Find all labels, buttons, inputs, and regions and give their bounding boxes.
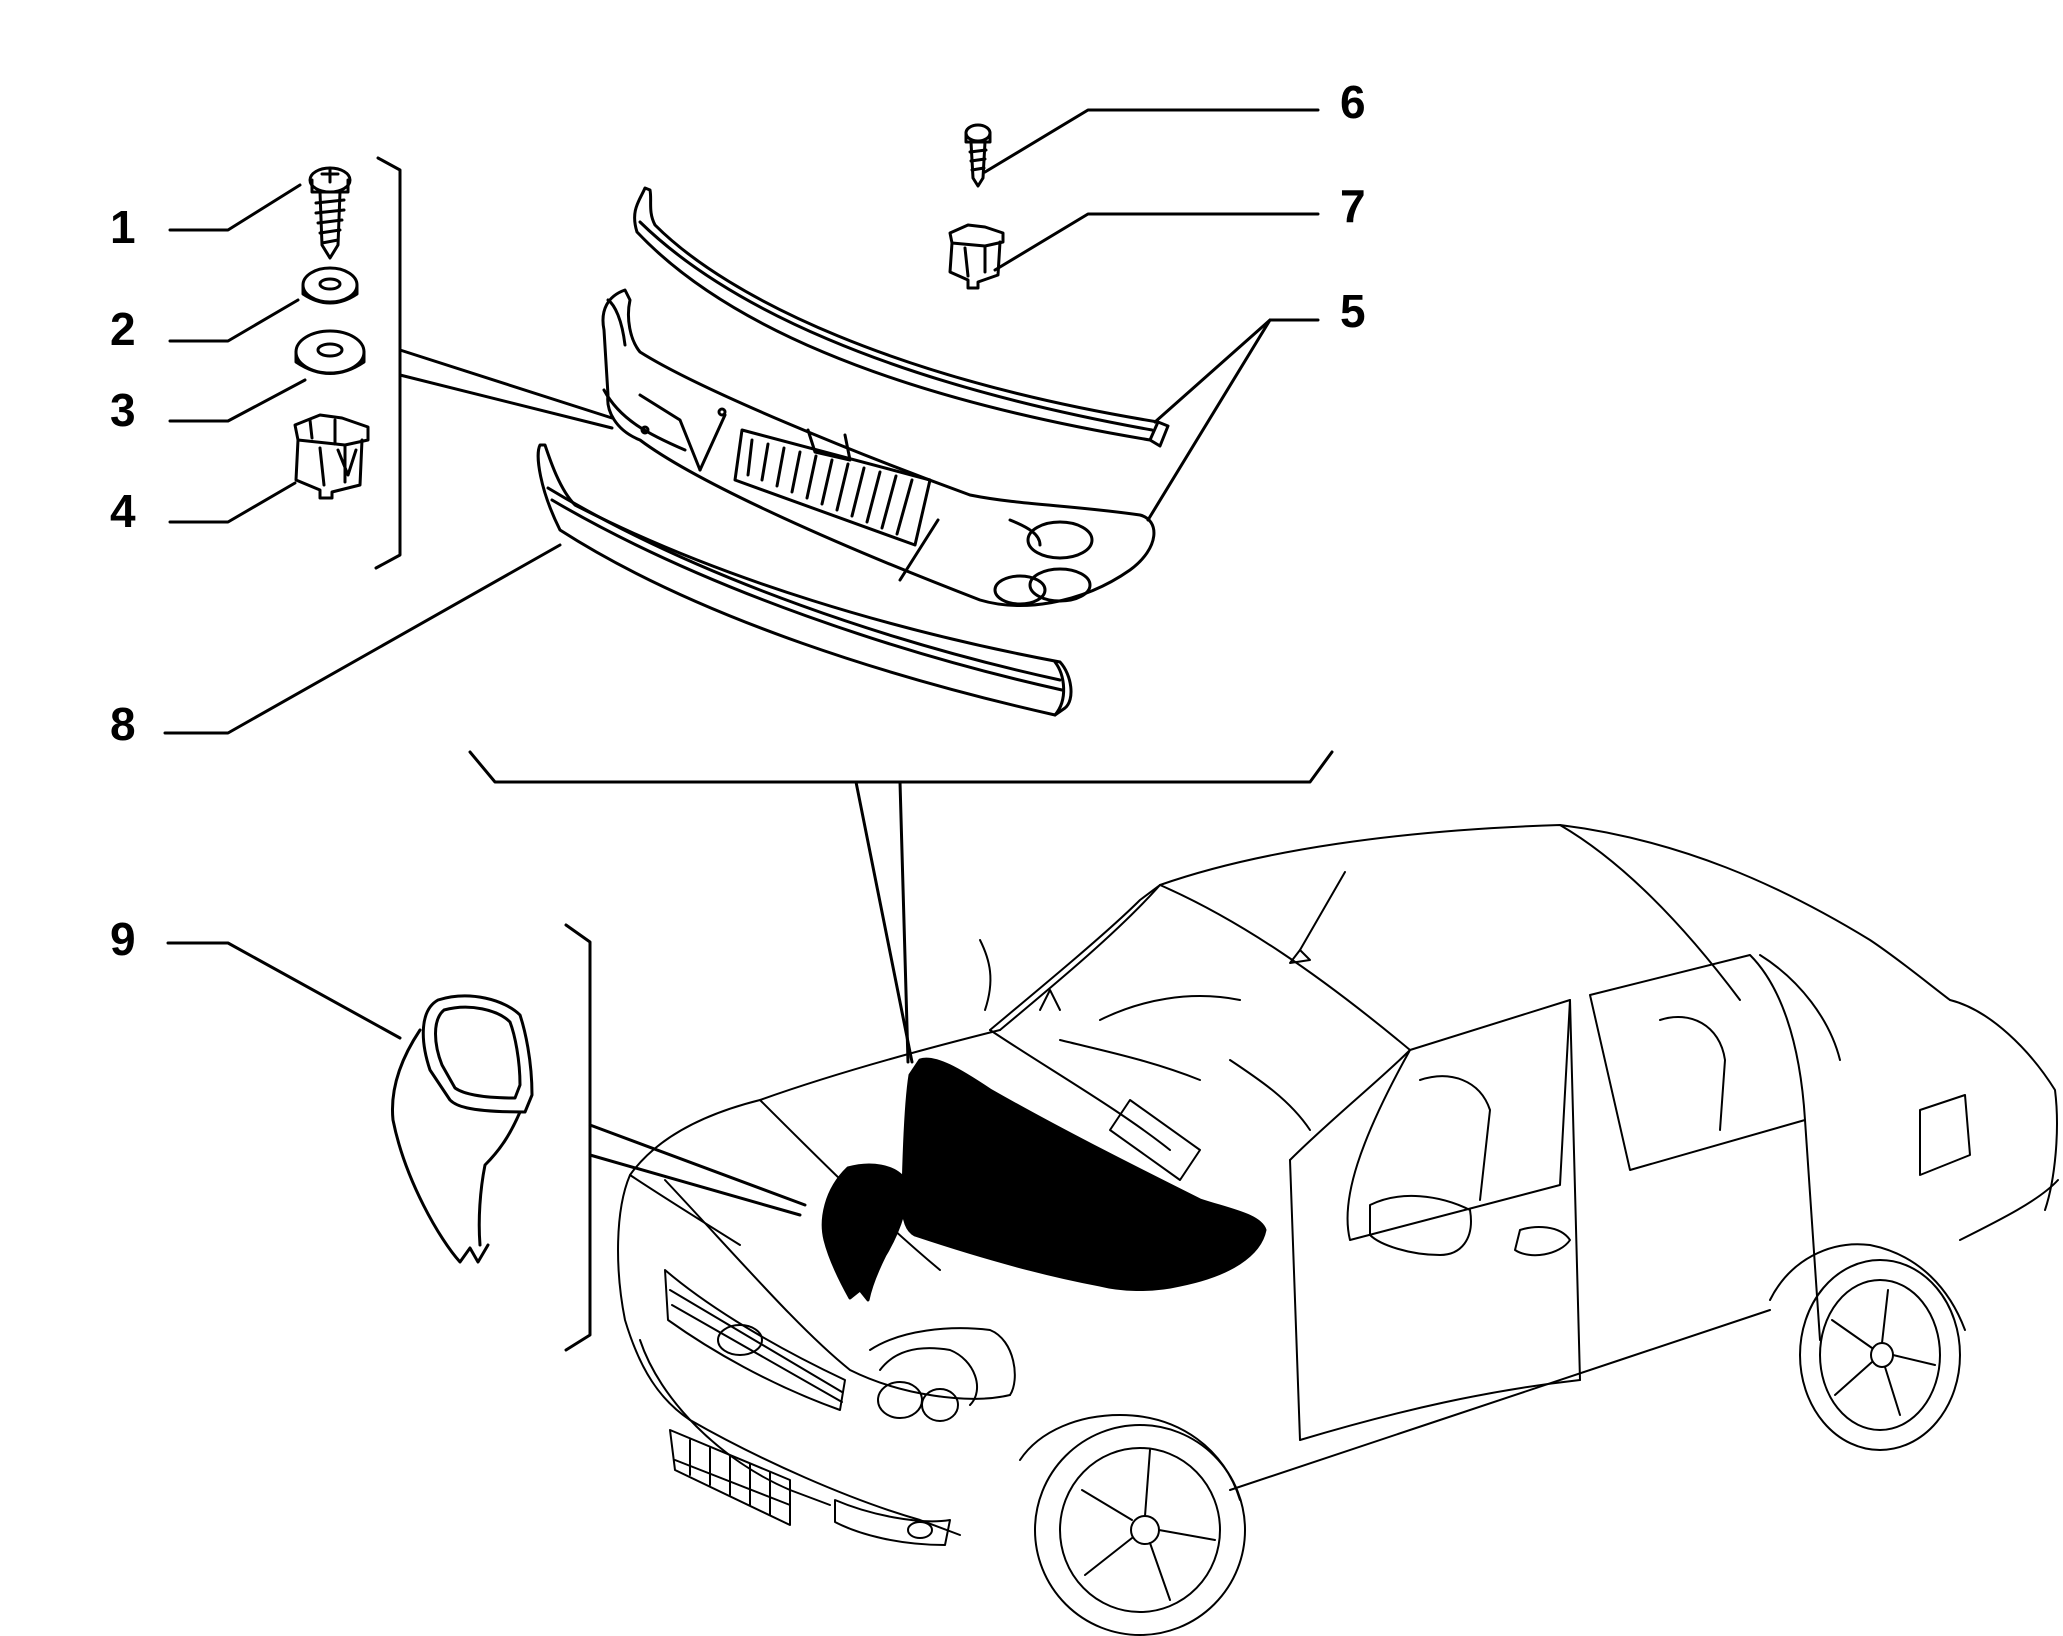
screw-part-1 xyxy=(308,166,352,260)
clip-part-4 xyxy=(293,413,370,500)
callout-5: 5 xyxy=(1340,285,1366,337)
seal-highlight xyxy=(821,1163,908,1302)
leader-7 xyxy=(993,212,1320,272)
clip-part-7 xyxy=(948,223,1005,290)
leader-lines xyxy=(163,108,1320,1040)
leader-1 xyxy=(168,183,302,232)
bracket-seal xyxy=(564,923,592,1352)
screw-part-6 xyxy=(964,123,992,188)
leader-3 xyxy=(168,378,307,423)
leader-9 xyxy=(166,941,402,1040)
leader-4 xyxy=(168,481,297,524)
bracket-assembly xyxy=(468,750,1334,784)
leader-2 xyxy=(168,298,300,343)
car-illustration xyxy=(617,824,2059,1636)
bracket-drop-right xyxy=(898,780,910,1064)
callout-1: 1 xyxy=(110,201,136,253)
washer-part-3 xyxy=(294,329,366,375)
callout-4: 4 xyxy=(110,485,136,537)
cowl-highlight xyxy=(901,1057,1267,1291)
bracket-tie-lower xyxy=(398,373,614,430)
seal-strip-part-8 xyxy=(536,443,1073,717)
bracket-drop-left xyxy=(854,780,914,1064)
callout-6: 6 xyxy=(1340,76,1366,128)
bracket-seal-tie-lower xyxy=(588,1153,802,1217)
seal-strip-part-5 xyxy=(633,186,1170,448)
bracket-tie-upper xyxy=(398,348,614,420)
leader-6 xyxy=(983,108,1320,174)
seal-part-9 xyxy=(390,994,534,1264)
bracket-fasteners xyxy=(374,156,402,570)
callout-3: 3 xyxy=(110,384,136,436)
callout-2: 2 xyxy=(110,303,136,355)
leader-5a xyxy=(1153,318,1320,424)
callout-9: 9 xyxy=(110,913,136,965)
callout-7: 7 xyxy=(1340,180,1366,232)
callout-8: 8 xyxy=(110,698,136,750)
washer-part-2 xyxy=(301,266,359,305)
cowl-panel-part-5 xyxy=(601,288,1156,607)
bracket-seal-tie-upper xyxy=(588,1123,807,1207)
leader-5b xyxy=(1146,318,1272,522)
leader-8 xyxy=(163,543,562,735)
